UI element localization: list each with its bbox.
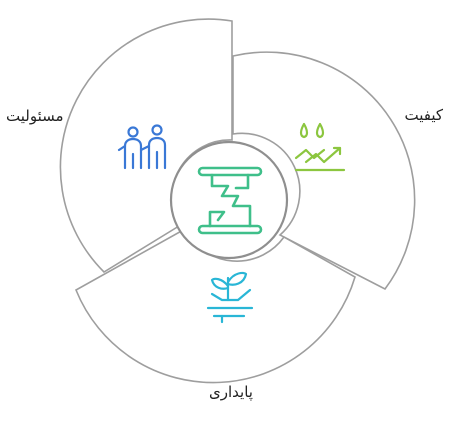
label-responsibility: مسئولیت	[6, 107, 64, 125]
label-quality: کیفیت	[404, 106, 443, 124]
core-structure-icon	[197, 166, 263, 235]
center-hub	[169, 140, 289, 260]
quality-growth-icon	[294, 122, 346, 172]
segment-sustainability	[74, 227, 356, 384]
sustainability-plant-icon	[206, 271, 254, 324]
label-sustainability: پایداری	[209, 383, 253, 402]
responsibility-people-icon	[117, 124, 167, 170]
